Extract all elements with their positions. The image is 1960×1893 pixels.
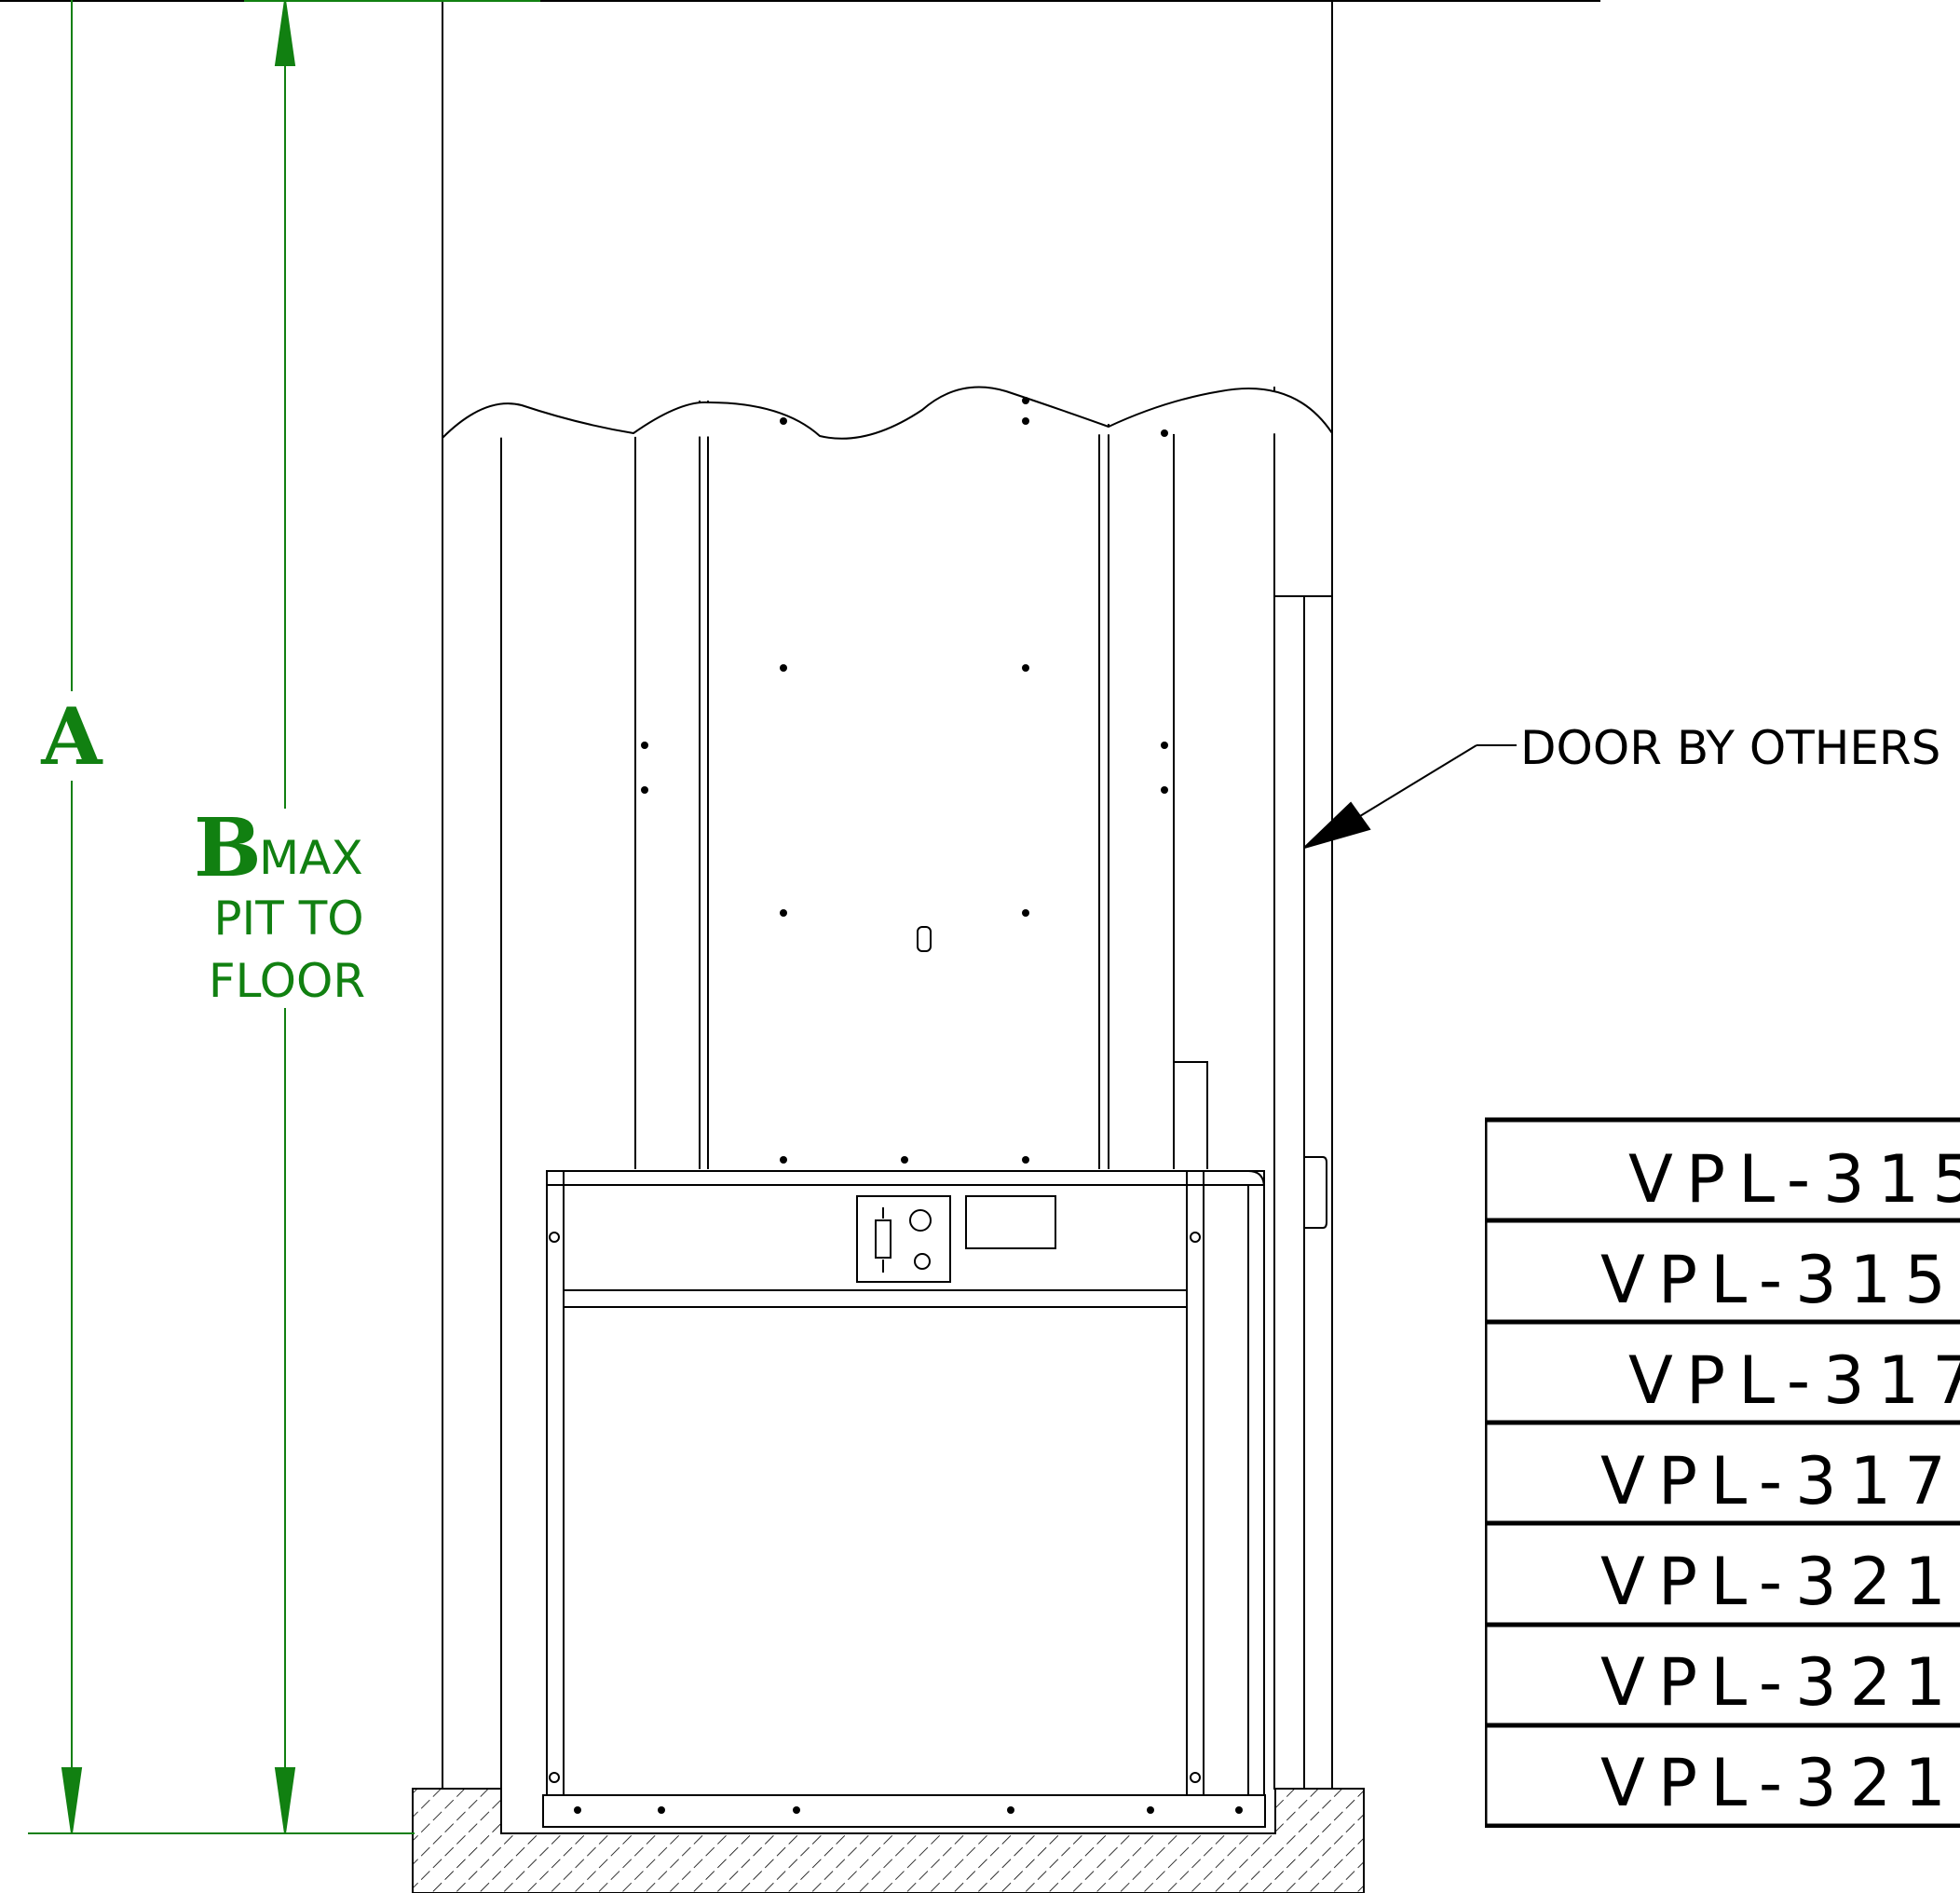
- platform-display-window: [965, 1195, 1056, 1249]
- lift-platform: [542, 1170, 1266, 1828]
- dimension-b: [244, 0, 540, 1834]
- mast-slot: [917, 926, 932, 952]
- model-table: VPL-3153 VPL-3153 VPL-3175 VPL-3175 VPL-…: [1485, 1117, 1960, 1828]
- model-row-3: VPL-3175: [1628, 1342, 1960, 1419]
- control-panel: [856, 1195, 951, 1283]
- door-leader: [1303, 744, 1517, 849]
- dimension-b-qualifier: MAX: [259, 831, 363, 885]
- pit-concrete: [412, 1788, 1365, 1893]
- model-row-6: VPL-3212: [1600, 1644, 1960, 1721]
- model-row-5: VPL-3210: [1600, 1544, 1960, 1620]
- dimension-b-letter: B: [194, 801, 262, 895]
- door-callout-label: DOOR BY OTHERS: [1520, 721, 1940, 775]
- dimension-b-text-line1: PIT TO: [213, 892, 363, 946]
- dimension-a-label: A: [40, 690, 103, 783]
- dimension-a: [28, 0, 415, 1834]
- model-row-2: VPL-3153: [1600, 1242, 1960, 1318]
- platform-base-bolts: [574, 1806, 1243, 1814]
- model-row-4: VPL-3175: [1600, 1443, 1960, 1519]
- lift-mast-structure: [500, 387, 1333, 1790]
- mast-bolts: [641, 397, 1168, 1164]
- break-line: [442, 386, 1333, 440]
- model-row-7: VPL-3214: [1600, 1745, 1960, 1821]
- dimension-b-text-line2: FLOOR: [209, 954, 365, 1008]
- model-row-1: VPL-3153: [1628, 1141, 1960, 1218]
